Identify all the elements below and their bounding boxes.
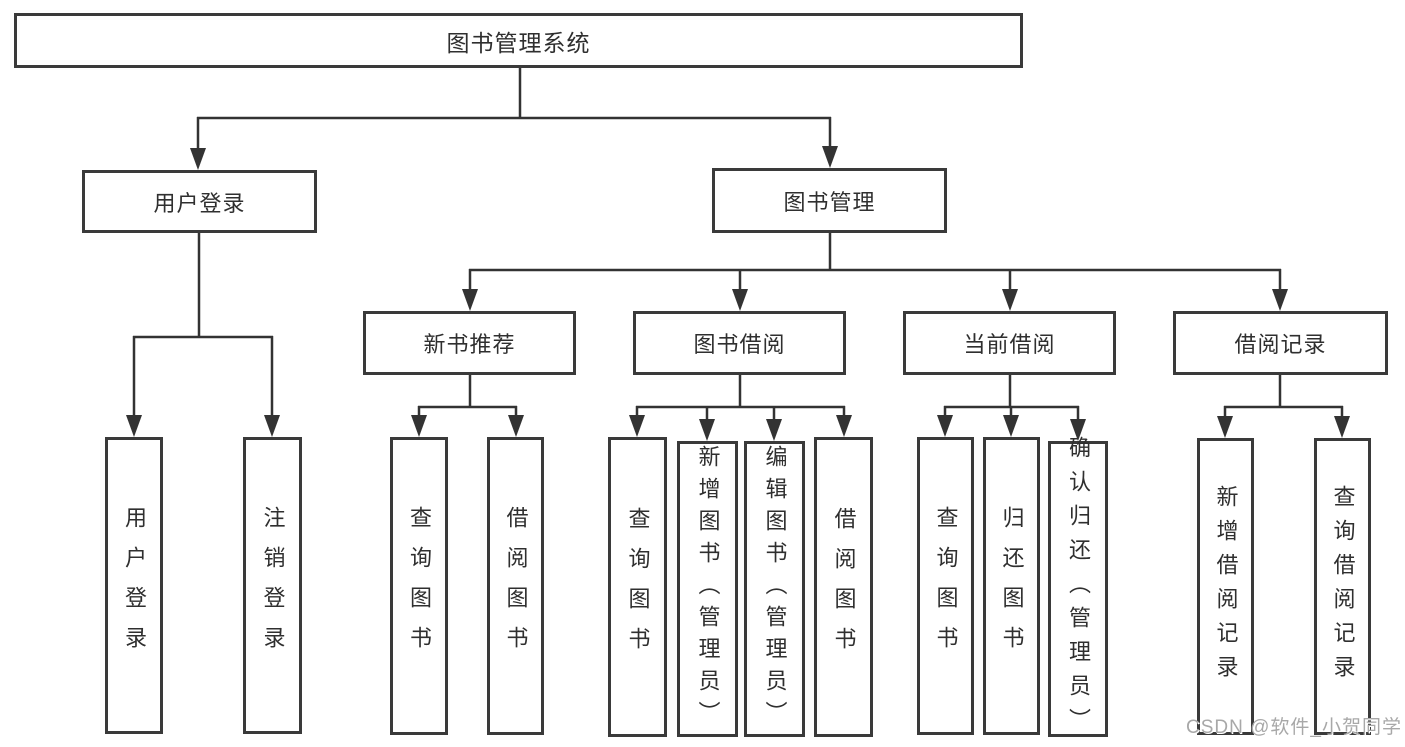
leaf-borrow-books-recommend-label: 借阅图书 [503, 506, 529, 666]
watermark: CSDN @软件_小贺同学 [1186, 717, 1402, 738]
node-book-borrow-label: 图书借阅 [693, 332, 786, 357]
node-book-management-label: 图书管理 [783, 189, 876, 215]
leaf-query-borrow-record-label: 查询借阅记录 [1330, 484, 1356, 689]
node-root: 图书管理系统 [14, 13, 1023, 68]
leaf-borrow-books-recommend: 借阅图书 [487, 437, 544, 735]
leaf-borrow-books: 借阅图书 [814, 437, 873, 737]
node-root-label: 图书管理系统 [446, 29, 591, 56]
node-current-borrow: 当前借阅 [903, 311, 1116, 375]
leaf-add-books-admin: 新增图书（管理员） [677, 441, 738, 737]
leaf-add-borrow-record: 新增借阅记录 [1197, 438, 1254, 735]
leaf-user-login: 用户登录 [105, 437, 163, 734]
leaf-query-borrow-record: 查询借阅记录 [1314, 438, 1371, 735]
node-new-book-recommend-label: 新书推荐 [423, 332, 516, 357]
node-current-borrow-label: 当前借阅 [963, 332, 1056, 357]
leaf-query-books-current: 查询图书 [917, 437, 974, 735]
leaf-query-books-current-label: 查询图书 [933, 506, 959, 666]
leaf-add-borrow-record-label: 新增借阅记录 [1213, 484, 1239, 689]
leaf-return-books-label: 归还图书 [999, 506, 1025, 666]
leaf-logout-login: 注销登录 [243, 437, 302, 734]
leaf-return-books: 归还图书 [983, 437, 1040, 735]
leaf-query-books-borrow: 查询图书 [608, 437, 667, 737]
leaf-add-books-admin-label: 新增图书（管理员） [695, 445, 721, 733]
leaf-edit-books-admin: 编辑图书（管理员） [744, 441, 805, 737]
leaf-confirm-return-admin-label: 确认归还（管理员） [1066, 436, 1091, 742]
leaf-query-books-recommend: 查询图书 [390, 437, 448, 735]
node-new-book-recommend: 新书推荐 [363, 311, 576, 375]
leaf-query-books-recommend-label: 查询图书 [407, 506, 432, 666]
leaf-confirm-return-admin: 确认归还（管理员） [1048, 436, 1108, 742]
node-user-login: 用户登录 [82, 170, 317, 233]
node-borrow-records: 借阅记录 [1173, 311, 1388, 375]
leaf-borrow-books-label: 借阅图书 [831, 507, 857, 667]
leaf-logout-login-label: 注销登录 [260, 505, 286, 666]
leaf-edit-books-admin-label: 编辑图书（管理员） [762, 445, 788, 733]
node-borrow-records-label: 借阅记录 [1234, 332, 1327, 357]
node-book-management: 图书管理 [712, 168, 947, 233]
leaf-query-books-borrow-label: 查询图书 [625, 507, 651, 667]
node-user-login-label: 用户登录 [153, 190, 246, 216]
node-book-borrow: 图书借阅 [633, 311, 846, 375]
leaf-user-login-label: 用户登录 [122, 505, 147, 666]
arrowheads [126, 146, 1350, 441]
